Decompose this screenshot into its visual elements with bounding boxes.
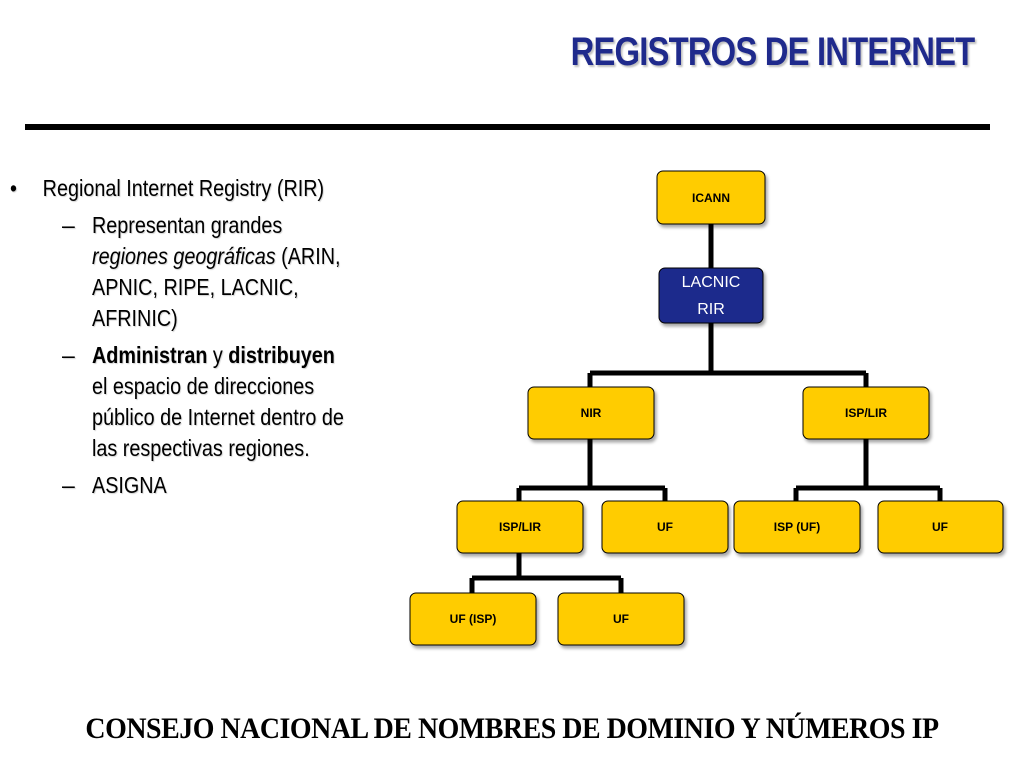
node-isp-lir-right: ISP/LIR [802,386,930,440]
node-rir-label: RIR [697,301,725,318]
node-nir: NIR [527,386,655,440]
sub2-line-1: Administran y distribuyen [92,340,350,371]
slide-footer: CONSEJO NACIONAL DE NOMBRES DE DOMINIO Y… [85,712,939,745]
sub-bullet-regions: – Representan grandes regiones geográfic… [62,210,392,334]
sub2-line-4: las respectivas regiones. [92,435,310,461]
sub1-line-2: regiones geográficas (ARIN, [92,241,350,272]
bullet-rir-text: Regional Internet Registry (RIR) [42,175,325,201]
node-uf-bottom-label: UF [613,612,629,626]
node-uf-right-label: UF [932,520,948,534]
node-uf-bottom: UF [557,592,685,646]
bullet-list: • Regional Internet Registry (RIR) – Rep… [10,172,400,501]
bullet-marker: • [10,175,17,201]
node-uf-mid-label: UF [657,520,673,534]
node-lacnic-label: LACNIC [682,274,741,291]
sub2-line-2: el espacio de direcciones [92,373,315,399]
node-icann: ICANN [656,170,766,225]
node-uf-right: UF [877,500,1004,554]
sub3-line-1: ASIGNA [92,472,167,498]
sub2-line-3: público de Internet dentro de [92,404,344,430]
node-isp-uf: ISP (UF) [733,500,861,554]
sub1-line-2-rest: (ARIN, [275,243,341,269]
sub-bullet-administer: – Administran y distribuyen el espacio d… [62,340,392,464]
regions-italic: regiones geográficas [92,243,276,269]
distribuyen-bold: distribuyen [228,342,335,368]
node-uf-isp-label: UF (ISP) [450,612,497,626]
node-isp-lir-left-label: ISP/LIR [499,520,541,534]
sub1-line-4: AFRINIC) [92,305,178,331]
node-uf-isp: UF (ISP) [409,592,537,646]
connector-lines [469,224,943,593]
sub-bullet-assign: – ASIGNA [62,470,392,501]
sub1-line-1: Representan grandes [92,212,283,238]
dash-marker: – [62,212,75,238]
sub2-conjunction: y [207,342,229,368]
node-isp-uf-label: ISP (UF) [774,520,820,534]
node-lacnic-rir: LACNIC RIR [658,267,764,324]
node-isp-lir-left: ISP/LIR [456,500,584,554]
bullet-rir: • Regional Internet Registry (RIR) [10,172,345,204]
node-icann-label: ICANN [692,191,730,205]
sub1-line-3: APNIC, RIPE, LACNIC, [92,274,299,300]
dash-marker: – [62,342,75,368]
node-isp-lir-right-label: ISP/LIR [845,406,887,420]
title-divider [25,124,990,130]
administran-bold: Administran [92,342,208,368]
node-nir-label: NIR [581,406,602,420]
node-uf-mid: UF [601,500,729,554]
dash-marker: – [62,472,75,498]
slide-title: REGISTROS DE INTERNET [570,30,975,74]
